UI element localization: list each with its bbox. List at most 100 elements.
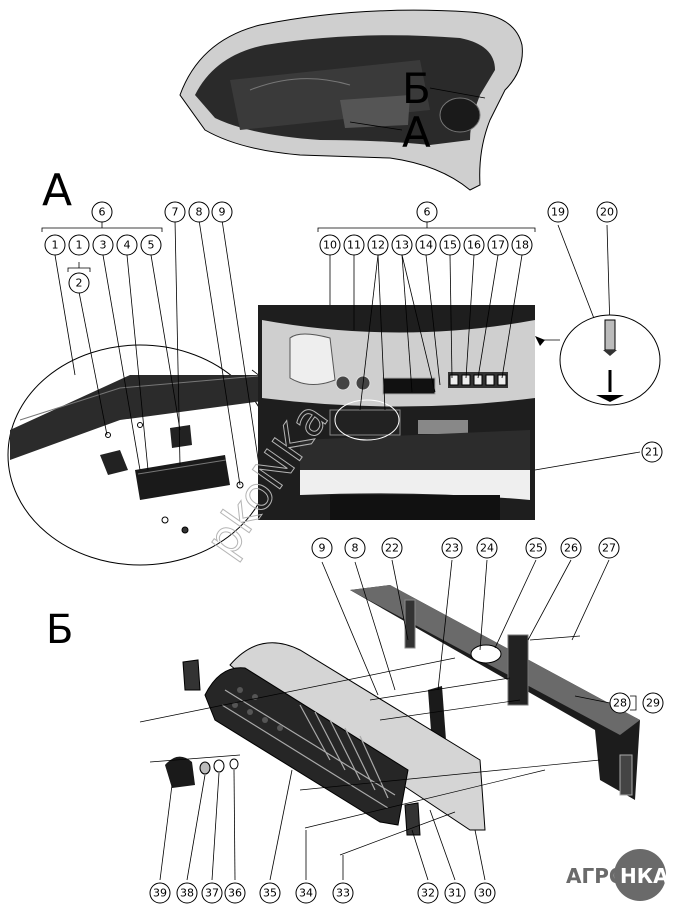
callout-circle <box>463 234 485 256</box>
callout-circle <box>44 234 66 256</box>
callout-number: 2 <box>76 277 83 290</box>
callout-number: 7 <box>172 206 179 219</box>
callout-36: 36 <box>224 882 246 904</box>
callout-16: 16 <box>463 234 485 256</box>
callout-circle <box>441 537 463 559</box>
callout-number: 15 <box>443 239 457 252</box>
callout-11: 11 <box>343 234 365 256</box>
callout-circle <box>476 537 498 559</box>
callout-19: 19 <box>547 201 569 223</box>
hood-overview: Б А <box>179 9 523 191</box>
callout-3: 3 <box>92 234 114 256</box>
bolt-detail <box>535 314 661 406</box>
callout-circle <box>439 234 461 256</box>
callout-circle <box>201 882 223 904</box>
callout-13: 13 <box>391 234 413 256</box>
callout-number: 9 <box>319 542 326 555</box>
leaders-b <box>159 559 611 881</box>
callout-number: 30 <box>478 887 492 900</box>
callout-number: 6 <box>424 206 431 219</box>
callout-30: 30 <box>474 882 496 904</box>
callout-number: 6 <box>99 206 106 219</box>
callout-circle <box>343 234 365 256</box>
callout-circle <box>259 882 281 904</box>
callout-number: 26 <box>564 542 578 555</box>
callout-number: 27 <box>602 542 616 555</box>
callout-33: 33 <box>332 882 354 904</box>
leaders-a-right <box>329 224 641 471</box>
detail-circle-a <box>7 344 331 566</box>
callout-circle <box>164 201 186 223</box>
callout-18: 18 <box>511 234 533 256</box>
callout-number: 22 <box>385 542 399 555</box>
bracket-28-29 <box>630 695 637 711</box>
callout-number: 38 <box>180 887 194 900</box>
callout-number: 1 <box>52 239 59 252</box>
callout-9: 9 <box>211 201 233 223</box>
callout-number: 18 <box>515 239 529 252</box>
callout-number: 3 <box>100 239 107 252</box>
callout-number: 8 <box>196 206 203 219</box>
callout-circle <box>319 234 341 256</box>
callout-12: 12 <box>367 234 389 256</box>
callout-number: 16 <box>467 239 481 252</box>
callout-39: 39 <box>149 882 171 904</box>
callout-circle <box>68 234 90 256</box>
callout-circle <box>391 234 413 256</box>
callout-circle <box>140 234 162 256</box>
callout-circle <box>344 537 366 559</box>
mark-b: Б <box>402 64 431 113</box>
callout-circle <box>224 882 246 904</box>
mark-a: А <box>402 108 431 157</box>
callout-number: 25 <box>529 542 543 555</box>
callout-number: 32 <box>421 887 435 900</box>
callout-8: 8 <box>344 537 366 559</box>
callout-17: 17 <box>487 234 509 256</box>
callout-circle <box>381 537 403 559</box>
callout-number: 5 <box>148 239 155 252</box>
callout-31: 31 <box>444 882 466 904</box>
callout-4: 4 <box>116 234 138 256</box>
callout-14: 14 <box>415 234 437 256</box>
callout-26: 26 <box>560 537 582 559</box>
callout-27: 27 <box>598 537 620 559</box>
callout-circle <box>474 882 496 904</box>
callout-5: 5 <box>140 234 162 256</box>
callout-circle <box>91 201 113 223</box>
callout-circle <box>149 882 171 904</box>
callout-number: 37 <box>205 887 219 900</box>
callout-number: 17 <box>491 239 505 252</box>
callout-circle <box>487 234 509 256</box>
callout-24: 24 <box>476 537 498 559</box>
callout-number: 29 <box>646 697 660 710</box>
callout-circle <box>68 272 90 294</box>
callout-circle <box>598 537 620 559</box>
callout-circle <box>416 201 438 223</box>
callout-circle <box>547 201 569 223</box>
callout-number: 31 <box>448 887 462 900</box>
callout-circle <box>642 692 664 714</box>
panel-photo <box>258 305 535 520</box>
callout-circle <box>511 234 533 256</box>
grille-assembly <box>139 585 640 856</box>
callout-29: 29 <box>642 692 664 714</box>
callout-circle <box>116 234 138 256</box>
callout-number: 14 <box>419 239 433 252</box>
callout-circle <box>525 537 547 559</box>
callout-number: 11 <box>347 239 361 252</box>
callout-28: 28 <box>609 692 631 714</box>
callout-32: 32 <box>417 882 439 904</box>
callout-number: 12 <box>371 239 385 252</box>
callout-circle <box>417 882 439 904</box>
callout-35: 35 <box>259 882 281 904</box>
callout-7: 7 <box>164 201 186 223</box>
callout-circle <box>560 537 582 559</box>
callout-number: 23 <box>445 542 459 555</box>
leaders-a-left <box>54 219 266 506</box>
callout-number: 10 <box>323 239 337 252</box>
callout-number: 20 <box>600 206 614 219</box>
callout-circle <box>295 882 317 904</box>
callout-38: 38 <box>176 882 198 904</box>
